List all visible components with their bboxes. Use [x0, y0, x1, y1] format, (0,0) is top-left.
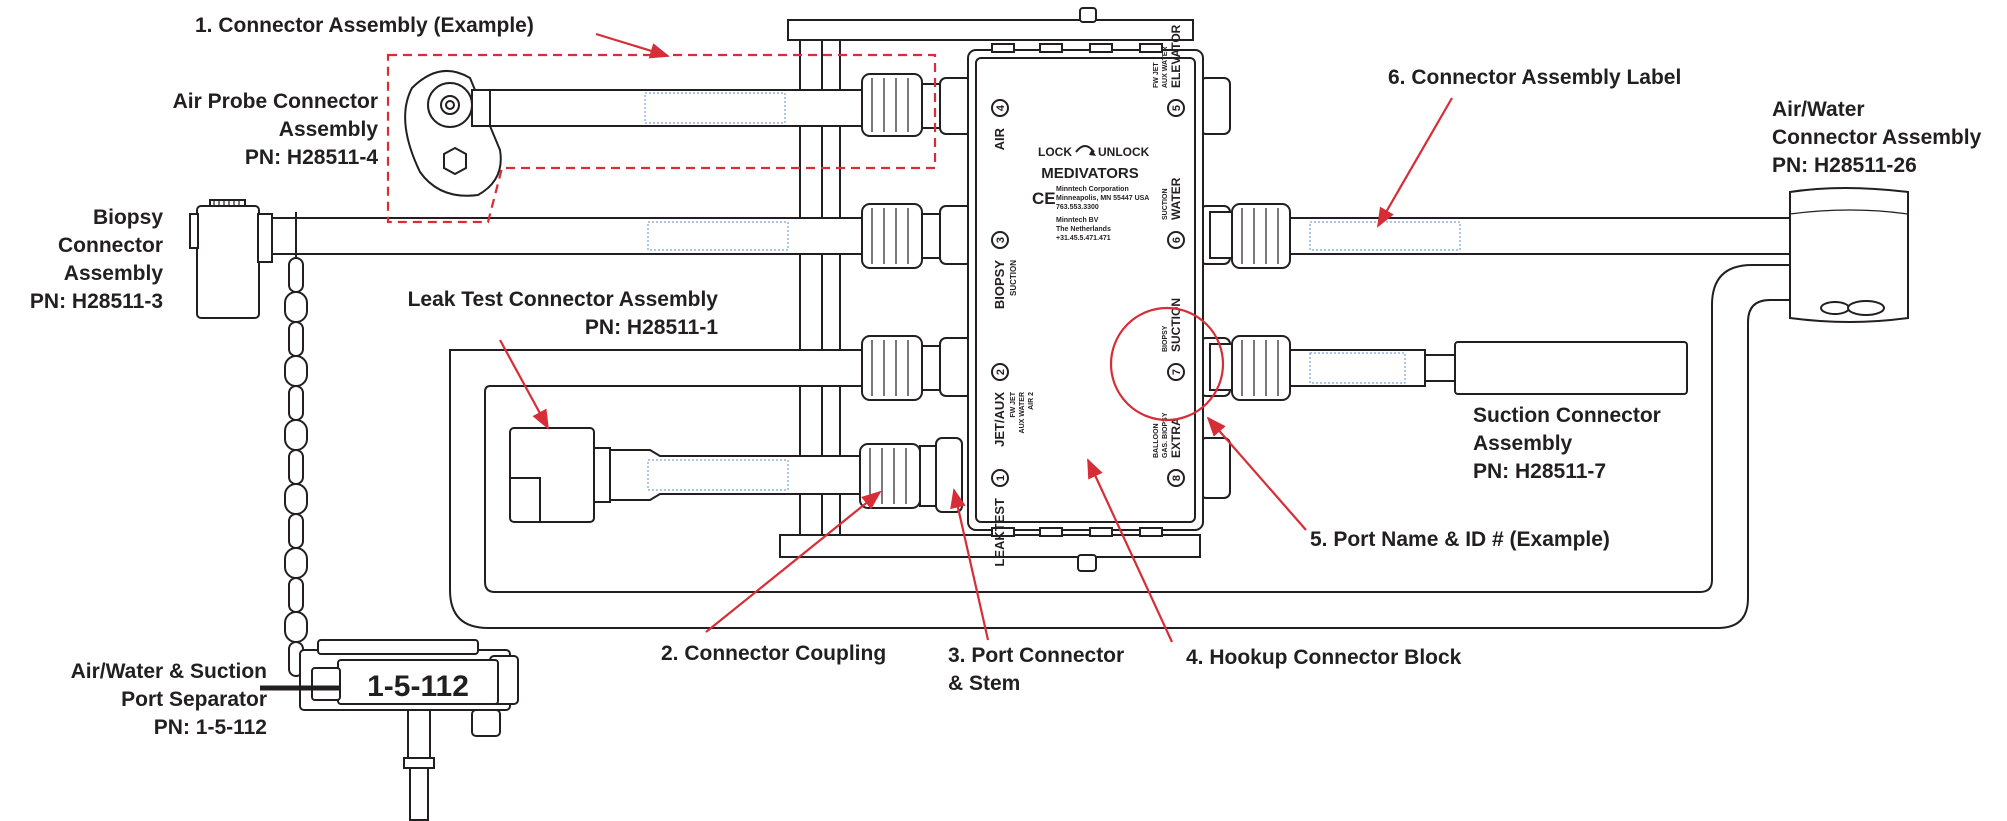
svg-text:3: 3 — [995, 237, 1007, 243]
port-separator: 1-5-112 — [260, 639, 519, 821]
manufacturer-info: Minntech Corporation Minneapolis, MN 554… — [1056, 186, 1149, 242]
suction-connector — [1454, 341, 1688, 395]
svg-text:Minneapolis, MN 55447 USA: Minneapolis, MN 55447 USA — [1056, 195, 1149, 202]
air-water-label-line2: Connector Assembly — [1772, 126, 1982, 149]
separator-tag: 1-5-112 — [367, 670, 469, 703]
svg-text:AIR: AIR — [992, 127, 1007, 150]
svg-text:5: 5 — [1171, 105, 1183, 111]
svg-text:763.553.3300: 763.553.3300 — [1056, 204, 1099, 211]
tether-chain — [284, 212, 308, 677]
svg-text:6: 6 — [1171, 237, 1183, 243]
port-5-label: 5 ELEVATOR AUX WATER FW JET — [1153, 24, 1185, 117]
svg-text:EXTRA: EXTRA — [1169, 417, 1183, 458]
svg-text:Minntech Corporation: Minntech Corporation — [1056, 186, 1129, 193]
port-1-label: 1 LEAKTEST — [991, 469, 1009, 567]
hoses — [257, 89, 1811, 629]
suction-label-line2: Assembly — [1473, 432, 1573, 455]
svg-text:4: 4 — [995, 104, 1007, 111]
suction-label-line1: Suction Connector — [1473, 404, 1661, 427]
mounting-frame — [779, 7, 1201, 572]
svg-text:AUX WATER: AUX WATER — [1162, 47, 1169, 88]
port-4-label: 4 AIR — [991, 99, 1009, 150]
ce-mark: CE — [1032, 189, 1056, 208]
port-2-label: 2 JET/AUX FW JET AUX WATER AIR 2 — [991, 363, 1035, 447]
svg-text:SUCTION: SUCTION — [1009, 260, 1018, 296]
svg-text:BIOPSY: BIOPSY — [1162, 325, 1169, 352]
air-probe-connector — [404, 70, 502, 197]
biopsy-label-line3: Assembly — [64, 262, 164, 285]
svg-text:JET/AUX: JET/AUX — [992, 392, 1007, 447]
leak-test-label: Leak Test Connector Assembly — [408, 288, 719, 311]
air-water-pn: PN: H28511-26 — [1772, 154, 1917, 177]
air-probe-label-line1: Air Probe Connector — [173, 90, 378, 113]
hookup-connector-block — [967, 43, 1204, 537]
svg-text:AUX WATER: AUX WATER — [1019, 392, 1026, 433]
svg-text:1: 1 — [995, 475, 1007, 481]
callout-3-port-connector-line1: 3. Port Connector — [948, 644, 1124, 667]
svg-text:7: 7 — [1171, 369, 1183, 375]
callout-6-connector-assembly-label: 6. Connector Assembly Label — [1388, 66, 1681, 89]
svg-text:LEAKTEST: LEAKTEST — [992, 498, 1007, 567]
port-6-label: 6 WATER SUCTION — [1162, 177, 1185, 249]
svg-text:FW JET: FW JET — [1010, 391, 1017, 417]
svg-text:2: 2 — [995, 369, 1007, 375]
lock-unlock-indicator: LOCK UNLOCK — [1038, 145, 1150, 159]
right-couplings — [1199, 77, 1291, 499]
air-probe-label-line2: Assembly — [279, 118, 379, 141]
svg-text:GAS. BIOPSY: GAS. BIOPSY — [1162, 412, 1169, 458]
biopsy-label-line1: Biopsy — [93, 206, 163, 229]
svg-text:FW JET: FW JET — [1153, 62, 1160, 88]
port-8-label: 8 EXTRA GAS. BIOPSY BALLOON — [1153, 412, 1185, 487]
left-couplings — [859, 73, 973, 513]
air-water-connector — [1789, 187, 1909, 323]
svg-text:UNLOCK: UNLOCK — [1098, 145, 1150, 159]
svg-text:WATER: WATER — [1169, 177, 1183, 220]
callout-1-connector-assembly: 1. Connector Assembly (Example) — [195, 14, 534, 37]
separator-label-line2: Port Separator — [121, 688, 267, 711]
callout-4-hookup-block: 4. Hookup Connector Block — [1186, 646, 1462, 669]
port-7-label: 7 SUCTION BIOPSY — [1162, 298, 1185, 381]
brand-label: MEDIVATORS — [1041, 165, 1139, 182]
biopsy-label-line2: Connector — [58, 234, 163, 257]
separator-pn: PN: 1-5-112 — [154, 716, 267, 739]
svg-text:AIR 2: AIR 2 — [1028, 392, 1035, 410]
callout-2-connector-coupling: 2. Connector Coupling — [661, 642, 886, 665]
leak-test-connector — [509, 427, 611, 523]
svg-text:ELEVATOR: ELEVATOR — [1169, 24, 1183, 88]
svg-text:BALLOON: BALLOON — [1153, 423, 1160, 458]
svg-text:BIOPSY: BIOPSY — [992, 260, 1007, 309]
biopsy-connector — [189, 199, 273, 319]
svg-text:The Netherlands: The Netherlands — [1056, 226, 1111, 233]
svg-text:+31.45.5.471.471: +31.45.5.471.471 — [1056, 235, 1111, 242]
callout-5-port-name: 5. Port Name & ID # (Example) — [1310, 528, 1610, 551]
callout-graphics — [386, 32, 1453, 643]
svg-text:Minntech BV: Minntech BV — [1056, 217, 1099, 224]
separator-label-line1: Air/Water & Suction — [71, 660, 267, 683]
suction-pn: PN: H28511-7 — [1473, 460, 1606, 483]
port-3-label: 3 BIOPSY SUCTION — [991, 231, 1018, 309]
svg-text:8: 8 — [1171, 475, 1183, 481]
air-probe-pn: PN: H28511-4 — [245, 146, 378, 169]
air-water-label-line1: Air/Water — [1772, 98, 1865, 121]
svg-text:SUCTION: SUCTION — [1169, 298, 1183, 352]
svg-text:SUCTION: SUCTION — [1162, 189, 1169, 221]
leak-test-pn: PN: H28511-1 — [585, 316, 718, 339]
callout-3-port-connector-line2: & Stem — [948, 672, 1020, 695]
svg-text:LOCK: LOCK — [1038, 145, 1072, 159]
biopsy-pn: PN: H28511-3 — [30, 290, 163, 313]
